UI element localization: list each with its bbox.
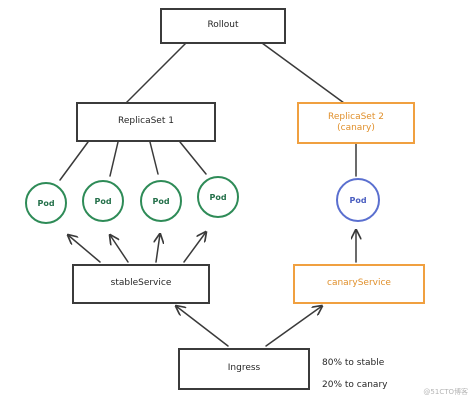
edge-replicaset1-to-pod-3 (149, 141, 159, 175)
stable-split-note: 80% to stable (322, 358, 385, 368)
edge-replicaset1-to-pod-4 (179, 141, 207, 175)
canary-service-node: canaryService (293, 264, 425, 304)
stable-pod-1: Pod (25, 182, 67, 224)
watermark-label: @51CTO博客 (423, 388, 468, 396)
edge-replicaset1-to-pod-1 (59, 141, 89, 181)
canary-pod: Pod (336, 178, 380, 222)
stable-pod-3: Pod (140, 180, 182, 222)
traffic-split-notes: 80% to stable 20% to canary (322, 352, 387, 396)
edge-replicaset1-to-pod-2 (109, 141, 119, 177)
ingress-node: Ingress (178, 348, 310, 390)
replicaset2-node: ReplicaSet 2 (canary) (297, 102, 415, 144)
replicaset1-node: ReplicaSet 1 (76, 102, 216, 142)
stable-service-node: stableService (72, 264, 210, 304)
arrow-ingress-to-stable-service (176, 306, 229, 347)
edge-rollout-to-replicaset1 (125, 42, 187, 104)
canary-split-note: 20% to canary (322, 380, 388, 390)
arrow-ingress-to-canary-service (265, 306, 322, 347)
arrow-stable-service-to-pod-3 (156, 234, 160, 263)
arrow-stable-service-to-pod-4 (183, 232, 206, 263)
stable-pod-4: Pod (197, 176, 239, 218)
edge-rollout-to-replicaset2 (261, 42, 345, 104)
stable-pod-2: Pod (82, 180, 124, 222)
arrow-stable-service-to-pod-1 (68, 235, 101, 263)
rollout-node: Rollout (160, 8, 286, 44)
arrow-stable-service-to-pod-2 (110, 235, 129, 263)
